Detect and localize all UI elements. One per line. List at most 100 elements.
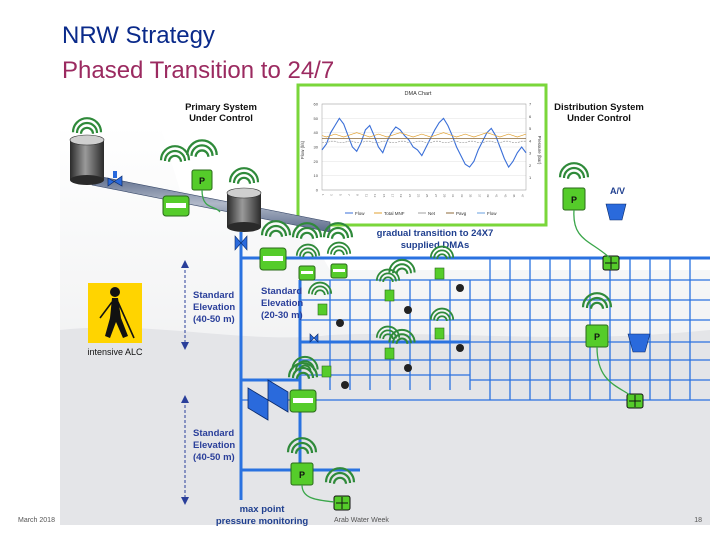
pressure-logger-icon: P xyxy=(562,187,586,211)
wifi-arc xyxy=(290,441,314,454)
pressure-logger-label: P xyxy=(594,332,600,342)
wifi-icon xyxy=(375,325,401,340)
wifi-icon xyxy=(260,220,292,237)
elevation-left-top-line2: Elevation xyxy=(193,302,235,313)
wifi-icon xyxy=(326,241,352,256)
chart-x-tick-label: 41 xyxy=(495,194,499,198)
chart-tick-label-right: 2 xyxy=(529,163,532,168)
wifi-arc xyxy=(429,307,455,320)
elevation-left-bottom-line2: Elevation xyxy=(193,440,235,451)
wifi-arc xyxy=(264,224,288,237)
wifi-arc xyxy=(395,337,409,345)
wifi-arc xyxy=(585,296,609,309)
legend-entry: Total MNF xyxy=(384,211,405,216)
wifi-arc xyxy=(314,289,326,296)
legend-entry: Flow xyxy=(487,211,497,216)
distribution-system-label-line1: Distribution System xyxy=(554,102,644,113)
chart-series-line xyxy=(322,140,526,144)
wifi-arc xyxy=(375,268,401,281)
wifi-icon xyxy=(324,467,356,484)
wifi-arc xyxy=(186,139,218,156)
wifi-arc xyxy=(190,144,214,157)
chart-x-tick-label: 31 xyxy=(451,194,455,198)
wifi-arc xyxy=(260,220,292,236)
flow-meter-icon xyxy=(298,265,316,281)
wifi-arc xyxy=(299,231,315,239)
chart-x-tick-label: 37 xyxy=(477,194,481,198)
chart-x-tick-label: 39 xyxy=(486,194,490,198)
chart-tick-label: 20 xyxy=(314,159,319,164)
page-title-line2: Phased Transition to 24/7 xyxy=(62,57,335,84)
page-title-line1: NRW Strategy xyxy=(62,22,215,49)
flow-meter-icon xyxy=(259,247,287,271)
footer-page-number: 18 xyxy=(694,517,702,524)
wifi-icon xyxy=(388,328,416,345)
chart-tick-label: 30 xyxy=(314,145,319,150)
wifi-icon xyxy=(322,222,354,239)
small-logger-icon xyxy=(434,267,445,280)
wifi-arc xyxy=(286,437,318,453)
dma-chart-y2label: Pressure (bar) xyxy=(537,136,542,165)
dma-chart-legend: Flow Total MNF Net Pavg Flow xyxy=(345,211,497,216)
chart-x-tick-label: 35 xyxy=(469,194,473,198)
chart-x-tick-label: 23 xyxy=(416,194,420,198)
primary-system-label-line1: Primary System xyxy=(185,102,257,113)
wifi-icon xyxy=(186,139,218,157)
chart-tick-label-right: 4 xyxy=(529,138,532,143)
chart-series-line xyxy=(321,132,527,138)
chart-x-tick-label: 11 xyxy=(364,194,368,197)
pressure-point-icon xyxy=(333,495,351,511)
chart-x-tick-label: 25 xyxy=(425,194,429,198)
leak-detection-person-icon xyxy=(88,283,142,343)
wifi-arc xyxy=(79,126,95,134)
wifi-arc xyxy=(388,328,416,343)
reservoir-tank-left xyxy=(69,134,105,185)
wifi-arc xyxy=(566,171,582,179)
wifi-arc xyxy=(379,329,397,339)
wifi-arc xyxy=(232,171,256,184)
chart-x-tick-label: 17 xyxy=(390,194,394,198)
max-point-label-line2: pressure monitoring xyxy=(216,516,309,527)
legend-entry: Net xyxy=(428,211,436,216)
chart-x-tick-label: 7 xyxy=(347,194,351,196)
small-logger-icon xyxy=(321,365,332,378)
wifi-arc xyxy=(382,276,394,283)
reservoir-tank-right xyxy=(226,187,262,232)
dma-grid xyxy=(241,258,710,401)
wifi-arc xyxy=(429,245,455,258)
wifi-arc xyxy=(236,176,252,184)
legend-entry: Flow xyxy=(355,211,365,216)
chart-x-tick-label: 15 xyxy=(382,194,386,198)
wifi-arc xyxy=(326,241,352,254)
arrow-up-icon xyxy=(181,395,189,403)
wifi-arc xyxy=(163,149,187,162)
small-logger-icon xyxy=(384,289,395,302)
pressure-logger-icon: P xyxy=(191,169,213,191)
footer-date: March 2018 xyxy=(18,517,55,524)
chart-series-line xyxy=(321,117,527,169)
wifi-icon xyxy=(375,268,401,283)
telemetry-cables xyxy=(201,189,631,503)
flow-meter-icon xyxy=(162,195,190,217)
wifi-arc xyxy=(433,311,451,321)
wifi-arc xyxy=(324,467,356,483)
wifi-arc xyxy=(328,471,352,484)
distribution-system-label-line2: Under Control xyxy=(567,113,631,124)
chart-x-tick-label: 27 xyxy=(434,194,438,198)
wifi-arc xyxy=(375,325,401,338)
wifi-arc xyxy=(332,476,348,484)
wifi-arc xyxy=(333,249,345,256)
wifi-arc xyxy=(295,243,321,256)
chart-tick-label: 50 xyxy=(314,116,319,121)
chart-tick-label-right: 1 xyxy=(529,175,532,180)
wifi-arc xyxy=(589,301,605,309)
chart-x-tick-label: 13 xyxy=(373,194,377,198)
wifi-arc xyxy=(295,226,319,239)
wifi-icon xyxy=(228,167,260,184)
elevation-mid-line2: Elevation xyxy=(261,298,303,309)
valve-icon xyxy=(309,333,319,343)
chart-tick-label: 0 xyxy=(316,188,319,193)
wifi-icon xyxy=(286,437,318,454)
arrow-down-icon xyxy=(181,497,189,505)
wifi-arc xyxy=(562,166,586,179)
